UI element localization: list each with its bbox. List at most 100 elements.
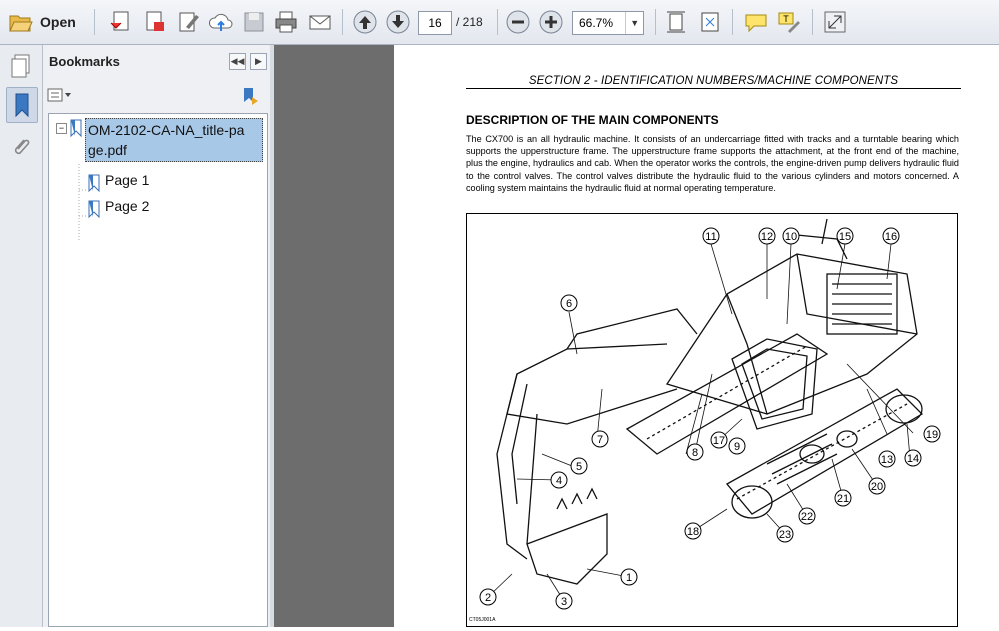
bookmarks-tree: − OM-2102-CA-NA_title-pa ge.pdf Page 1 P… [48, 113, 268, 627]
callout-label: 18 [687, 526, 699, 538]
bookmark-icon [70, 119, 82, 137]
callout-label: 14 [907, 453, 919, 465]
save-icon [244, 12, 264, 32]
callout-19: 19 [923, 425, 941, 443]
bookmark-root-label-line2: ge.pdf [88, 142, 127, 158]
callout-label: 2 [485, 592, 491, 604]
zoom-out-icon [506, 10, 530, 34]
comment-icon [745, 14, 767, 33]
bookmark-icon [88, 200, 100, 218]
callout-10: 10 [782, 227, 800, 245]
double-chevron-left-icon: ◀◀ [230, 56, 245, 66]
email-button[interactable] [307, 7, 333, 37]
expand-button[interactable] [822, 7, 848, 37]
callout-label: 6 [566, 298, 572, 310]
callout-label: 19 [926, 429, 938, 441]
callout-label: 21 [837, 493, 849, 505]
bookmarks-panel-button[interactable] [6, 87, 38, 123]
figure-code: CT05J001A [469, 617, 496, 623]
callout-6: 6 [560, 294, 578, 312]
callout-label: 1 [626, 572, 632, 584]
fullscreen-fit-button[interactable] [697, 7, 723, 37]
fill-sign-icon [179, 12, 199, 32]
next-page-icon [386, 10, 410, 34]
highlight-button[interactable]: T [776, 7, 802, 37]
zoom-out-button[interactable] [505, 7, 531, 37]
page-total: / 218 [456, 15, 483, 29]
page-thumbnails-button[interactable] [6, 49, 36, 83]
navigation-pane-strip [0, 45, 43, 627]
folder-open-icon [9, 15, 33, 32]
main-toolbar: Open 16 / 218 66.7% ▼ [0, 0, 999, 45]
callout-14: 14 [904, 449, 922, 467]
page-number-input[interactable]: 16 [418, 11, 452, 35]
document-viewport[interactable]: SECTION 2 - IDENTIFICATION NUMBERS/MACHI… [274, 45, 999, 627]
bookmark-icon [88, 174, 100, 192]
fullscreen-fit-icon [701, 12, 719, 32]
edit-pdf-icon [146, 11, 164, 31]
callout-9: 9 [728, 437, 746, 455]
callout-label: 23 [779, 529, 791, 541]
chevron-down-icon[interactable]: ▼ [625, 12, 643, 34]
callout-15: 15 [836, 227, 854, 245]
zoom-value: 66.7% [579, 16, 614, 30]
section-heading: DESCRIPTION OF THE MAIN COMPONENTS [466, 113, 719, 127]
collapse-node-icon[interactable]: − [56, 123, 67, 134]
fit-page-button[interactable] [663, 7, 689, 37]
comment-button[interactable] [743, 7, 769, 37]
chevron-right-icon: ▶ [255, 56, 262, 66]
save-button[interactable] [241, 7, 267, 37]
email-icon [309, 15, 331, 30]
bookmark-from-selection-button[interactable] [241, 87, 261, 110]
callout-label: 9 [734, 441, 740, 453]
bookmark-root[interactable]: OM-2102-CA-NA_title-pa ge.pdf [85, 118, 263, 162]
zoom-in-button[interactable] [538, 7, 564, 37]
previous-page-button[interactable] [352, 7, 378, 37]
callout-label: 13 [881, 454, 893, 466]
next-page-button[interactable] [385, 7, 411, 37]
callout-label: 8 [692, 447, 698, 459]
callout-label: 5 [576, 461, 582, 473]
callout-label: 16 [885, 231, 897, 243]
panel-splitter[interactable] [270, 45, 274, 627]
collapse-panel-button[interactable]: ◀◀ [229, 53, 246, 70]
callout-20: 20 [868, 477, 886, 495]
pdf-page: SECTION 2 - IDENTIFICATION NUMBERS/MACHI… [394, 45, 999, 627]
callout-2: 2 [479, 588, 497, 606]
upload-button[interactable] [208, 7, 234, 37]
expand-icon [824, 11, 846, 33]
edit-pdf-button[interactable] [142, 7, 168, 37]
callout-label: 7 [597, 434, 603, 446]
fit-page-icon [667, 11, 685, 33]
highlight-text-icon: T [778, 12, 800, 33]
section-header: SECTION 2 - IDENTIFICATION NUMBERS/MACHI… [466, 75, 961, 89]
open-button[interactable]: Open [8, 7, 76, 37]
callout-label: 20 [871, 481, 883, 493]
panel-menu-button[interactable]: ▶ [250, 53, 267, 70]
callout-3: 3 [555, 592, 573, 610]
bookmark-page-2[interactable]: Page 2 [105, 198, 150, 214]
bookmark-page-1[interactable]: Page 1 [105, 172, 150, 188]
callout-12: 12 [758, 227, 776, 245]
zoom-select[interactable]: 66.7% ▼ [572, 11, 644, 35]
svg-text:T: T [783, 14, 789, 24]
options-menu-icon [47, 88, 71, 102]
description-paragraph: The CX700 is an all hydraulic machine. I… [466, 134, 959, 193]
callout-label: 15 [839, 231, 851, 243]
print-button[interactable] [273, 7, 299, 37]
callout-label: 4 [556, 475, 562, 487]
callout-label: 22 [801, 511, 813, 523]
bookmark-options-button[interactable] [47, 87, 73, 108]
attachments-button[interactable] [6, 131, 36, 165]
bookmark-root-label-line1: OM-2102-CA-NA_title-pa [88, 122, 245, 138]
fill-sign-button[interactable] [176, 7, 202, 37]
callout-23: 23 [776, 525, 794, 543]
callout-22: 22 [798, 507, 816, 525]
callout-8: 8 [686, 443, 704, 461]
callout-7: 7 [591, 430, 609, 448]
callout-1: 1 [620, 568, 638, 586]
previous-page-icon [353, 10, 377, 34]
callout-label: 17 [713, 435, 725, 447]
create-pdf-button[interactable] [108, 7, 134, 37]
